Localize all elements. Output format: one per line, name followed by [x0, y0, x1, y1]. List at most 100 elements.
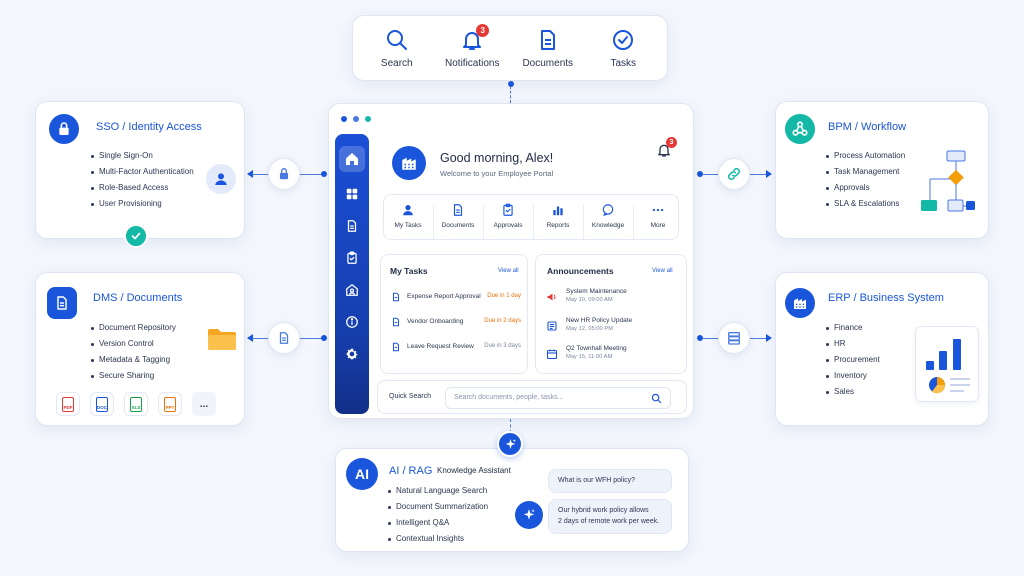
- ai-badge: AI: [346, 458, 378, 490]
- assistant-sparkle-icon: [515, 501, 543, 529]
- toolbar-search-label: Search: [380, 57, 413, 69]
- document-icon: [393, 292, 399, 302]
- list-item[interactable]: System Maintenance May 10, 09:00 AM: [546, 288, 686, 310]
- document-icon: [393, 317, 399, 327]
- quick-action-knowledge[interactable]: Knowledge: [585, 203, 631, 229]
- toolbar-search[interactable]: Search: [361, 28, 433, 69]
- ppt-file-icon[interactable]: PPT: [158, 392, 182, 416]
- announcements-view-all-link[interactable]: View all: [652, 268, 673, 274]
- connector-document: [268, 322, 300, 354]
- document-icon: [47, 287, 77, 319]
- list-item: Intelligent Q&A: [388, 515, 488, 531]
- more-files-button[interactable]: ...: [192, 392, 216, 416]
- connector-dot: [321, 335, 327, 341]
- quick-action-my-tasks[interactable]: My Tasks: [385, 203, 431, 229]
- divider: [633, 205, 634, 239]
- connector-dot: [321, 171, 327, 177]
- ai-title: AI / RAG: [389, 465, 433, 477]
- list-item: Metadata & Tagging: [91, 352, 176, 368]
- flowchart-icon: [921, 150, 975, 212]
- connector-dot-top: [508, 81, 514, 87]
- quick-action-label: Approvals: [493, 222, 523, 229]
- connector-line: [300, 338, 324, 339]
- table-row[interactable]: Vendor Onboarding Due in 2 days: [391, 316, 521, 330]
- info-icon[interactable]: [344, 314, 360, 330]
- dms-panel: DMS / Documents Document Repository Vers…: [35, 272, 245, 426]
- table-row[interactable]: Expense Report Approval Due in 1 day: [391, 291, 521, 305]
- list-item[interactable]: Q2 Townhall Meeting May 15, 11:00 AM: [546, 345, 686, 367]
- task-name: Expense Report Approval: [407, 293, 481, 300]
- toolbar-documents[interactable]: Documents: [512, 28, 584, 69]
- more-dots-icon: [652, 208, 664, 212]
- clipboard-check-icon[interactable]: [344, 250, 360, 266]
- list-item: User Provisioning: [91, 196, 194, 212]
- toolbar-notifications-label: Notifications: [445, 57, 500, 69]
- quick-search-placeholder: Search documents, people, tasks...: [454, 394, 564, 401]
- lock-icon: [279, 168, 289, 180]
- connector-lock: [268, 158, 300, 190]
- my-tasks-title: My Tasks: [390, 266, 428, 276]
- list-item[interactable]: New HR Policy Update May 12, 05:00 PM: [546, 317, 686, 339]
- document-icon: [453, 204, 463, 216]
- connector-line: [252, 174, 268, 175]
- user-icon: [403, 205, 413, 216]
- verified-check-icon: [124, 224, 148, 248]
- quick-action-label: Documents: [441, 222, 475, 229]
- quick-search-input[interactable]: Search documents, people, tasks...: [445, 387, 671, 409]
- toolbar-notifications[interactable]: 3 Notifications: [436, 23, 508, 69]
- file-type-label: DOC: [97, 404, 107, 410]
- my-tasks-view-all-link[interactable]: View all: [498, 268, 519, 274]
- settings-icon[interactable]: [344, 346, 360, 362]
- pdf-file-icon[interactable]: PDF: [56, 392, 80, 416]
- bpm-feature-list: Process Automation Task Management Appro…: [826, 148, 905, 212]
- toolbar-tasks-label: Tasks: [610, 57, 637, 69]
- file-type-label: XLS: [131, 404, 141, 410]
- greeting-subtitle: Welcome to your Employee Portal: [440, 169, 554, 178]
- table-row[interactable]: Leave Request Review Due in 3 days: [391, 341, 521, 355]
- document-icon[interactable]: [344, 218, 360, 234]
- window-dot: [365, 116, 371, 122]
- ai-subtitle: Knowledge Assistant: [437, 466, 511, 475]
- xls-file-icon[interactable]: XLS: [124, 392, 148, 416]
- dms-feature-list: Document Repository Version Control Meta…: [91, 320, 176, 384]
- bell-icon: [463, 31, 482, 50]
- company-building-icon: [392, 146, 426, 180]
- dms-title: DMS / Documents: [93, 292, 183, 304]
- announcements-title: Announcements: [547, 266, 614, 276]
- task-due: Due in 2 days: [484, 318, 521, 324]
- task-due: Due in 3 days: [484, 343, 521, 349]
- megaphone-icon: [547, 293, 556, 301]
- folder-icon: [207, 327, 237, 351]
- announcement-date: May 15, 11:00 AM: [566, 354, 613, 360]
- connector-arrow-bpm: [766, 170, 772, 178]
- toolbar-tasks[interactable]: Tasks: [587, 28, 659, 69]
- list-item: Document Summarization: [388, 499, 488, 515]
- notification-badge: 3: [476, 23, 490, 37]
- window-dot: [341, 116, 347, 122]
- search-icon[interactable]: [651, 393, 662, 404]
- bell-icon: [658, 144, 670, 157]
- doc-file-icon[interactable]: DOC: [90, 392, 114, 416]
- announcements-card: Announcements View all System Maintenanc…: [535, 254, 687, 374]
- window-dot: [353, 116, 359, 122]
- document-icon: [279, 332, 289, 344]
- grid-icon[interactable]: [344, 186, 360, 202]
- list-item: Role-Based Access: [91, 180, 194, 196]
- erp-title: ERP / Business System: [828, 292, 944, 304]
- bpm-panel: BPM / Workflow Process Automation Task M…: [775, 101, 989, 239]
- contact-icon[interactable]: [344, 282, 360, 298]
- quick-action-documents[interactable]: Documents: [435, 203, 481, 229]
- notification-badge: 3: [666, 137, 677, 148]
- list-item: HR: [826, 336, 880, 352]
- portal-notifications-button[interactable]: 3: [656, 137, 677, 158]
- portal-sidebar: [335, 134, 369, 414]
- my-tasks-card: My Tasks View all Expense Report Approva…: [380, 254, 528, 374]
- home-icon[interactable]: [344, 151, 360, 167]
- quick-action-more[interactable]: More: [635, 203, 681, 229]
- quick-action-approvals[interactable]: Approvals: [485, 203, 531, 229]
- quick-actions-bar: My Tasks Documents Approvals Reports Kno…: [383, 194, 679, 240]
- quick-action-reports[interactable]: Reports: [535, 203, 581, 229]
- lock-icon: [49, 114, 79, 144]
- calendar-icon: [546, 349, 558, 360]
- chat-assistant-answer: Our hybrid work policy allows 2 days of …: [548, 499, 672, 534]
